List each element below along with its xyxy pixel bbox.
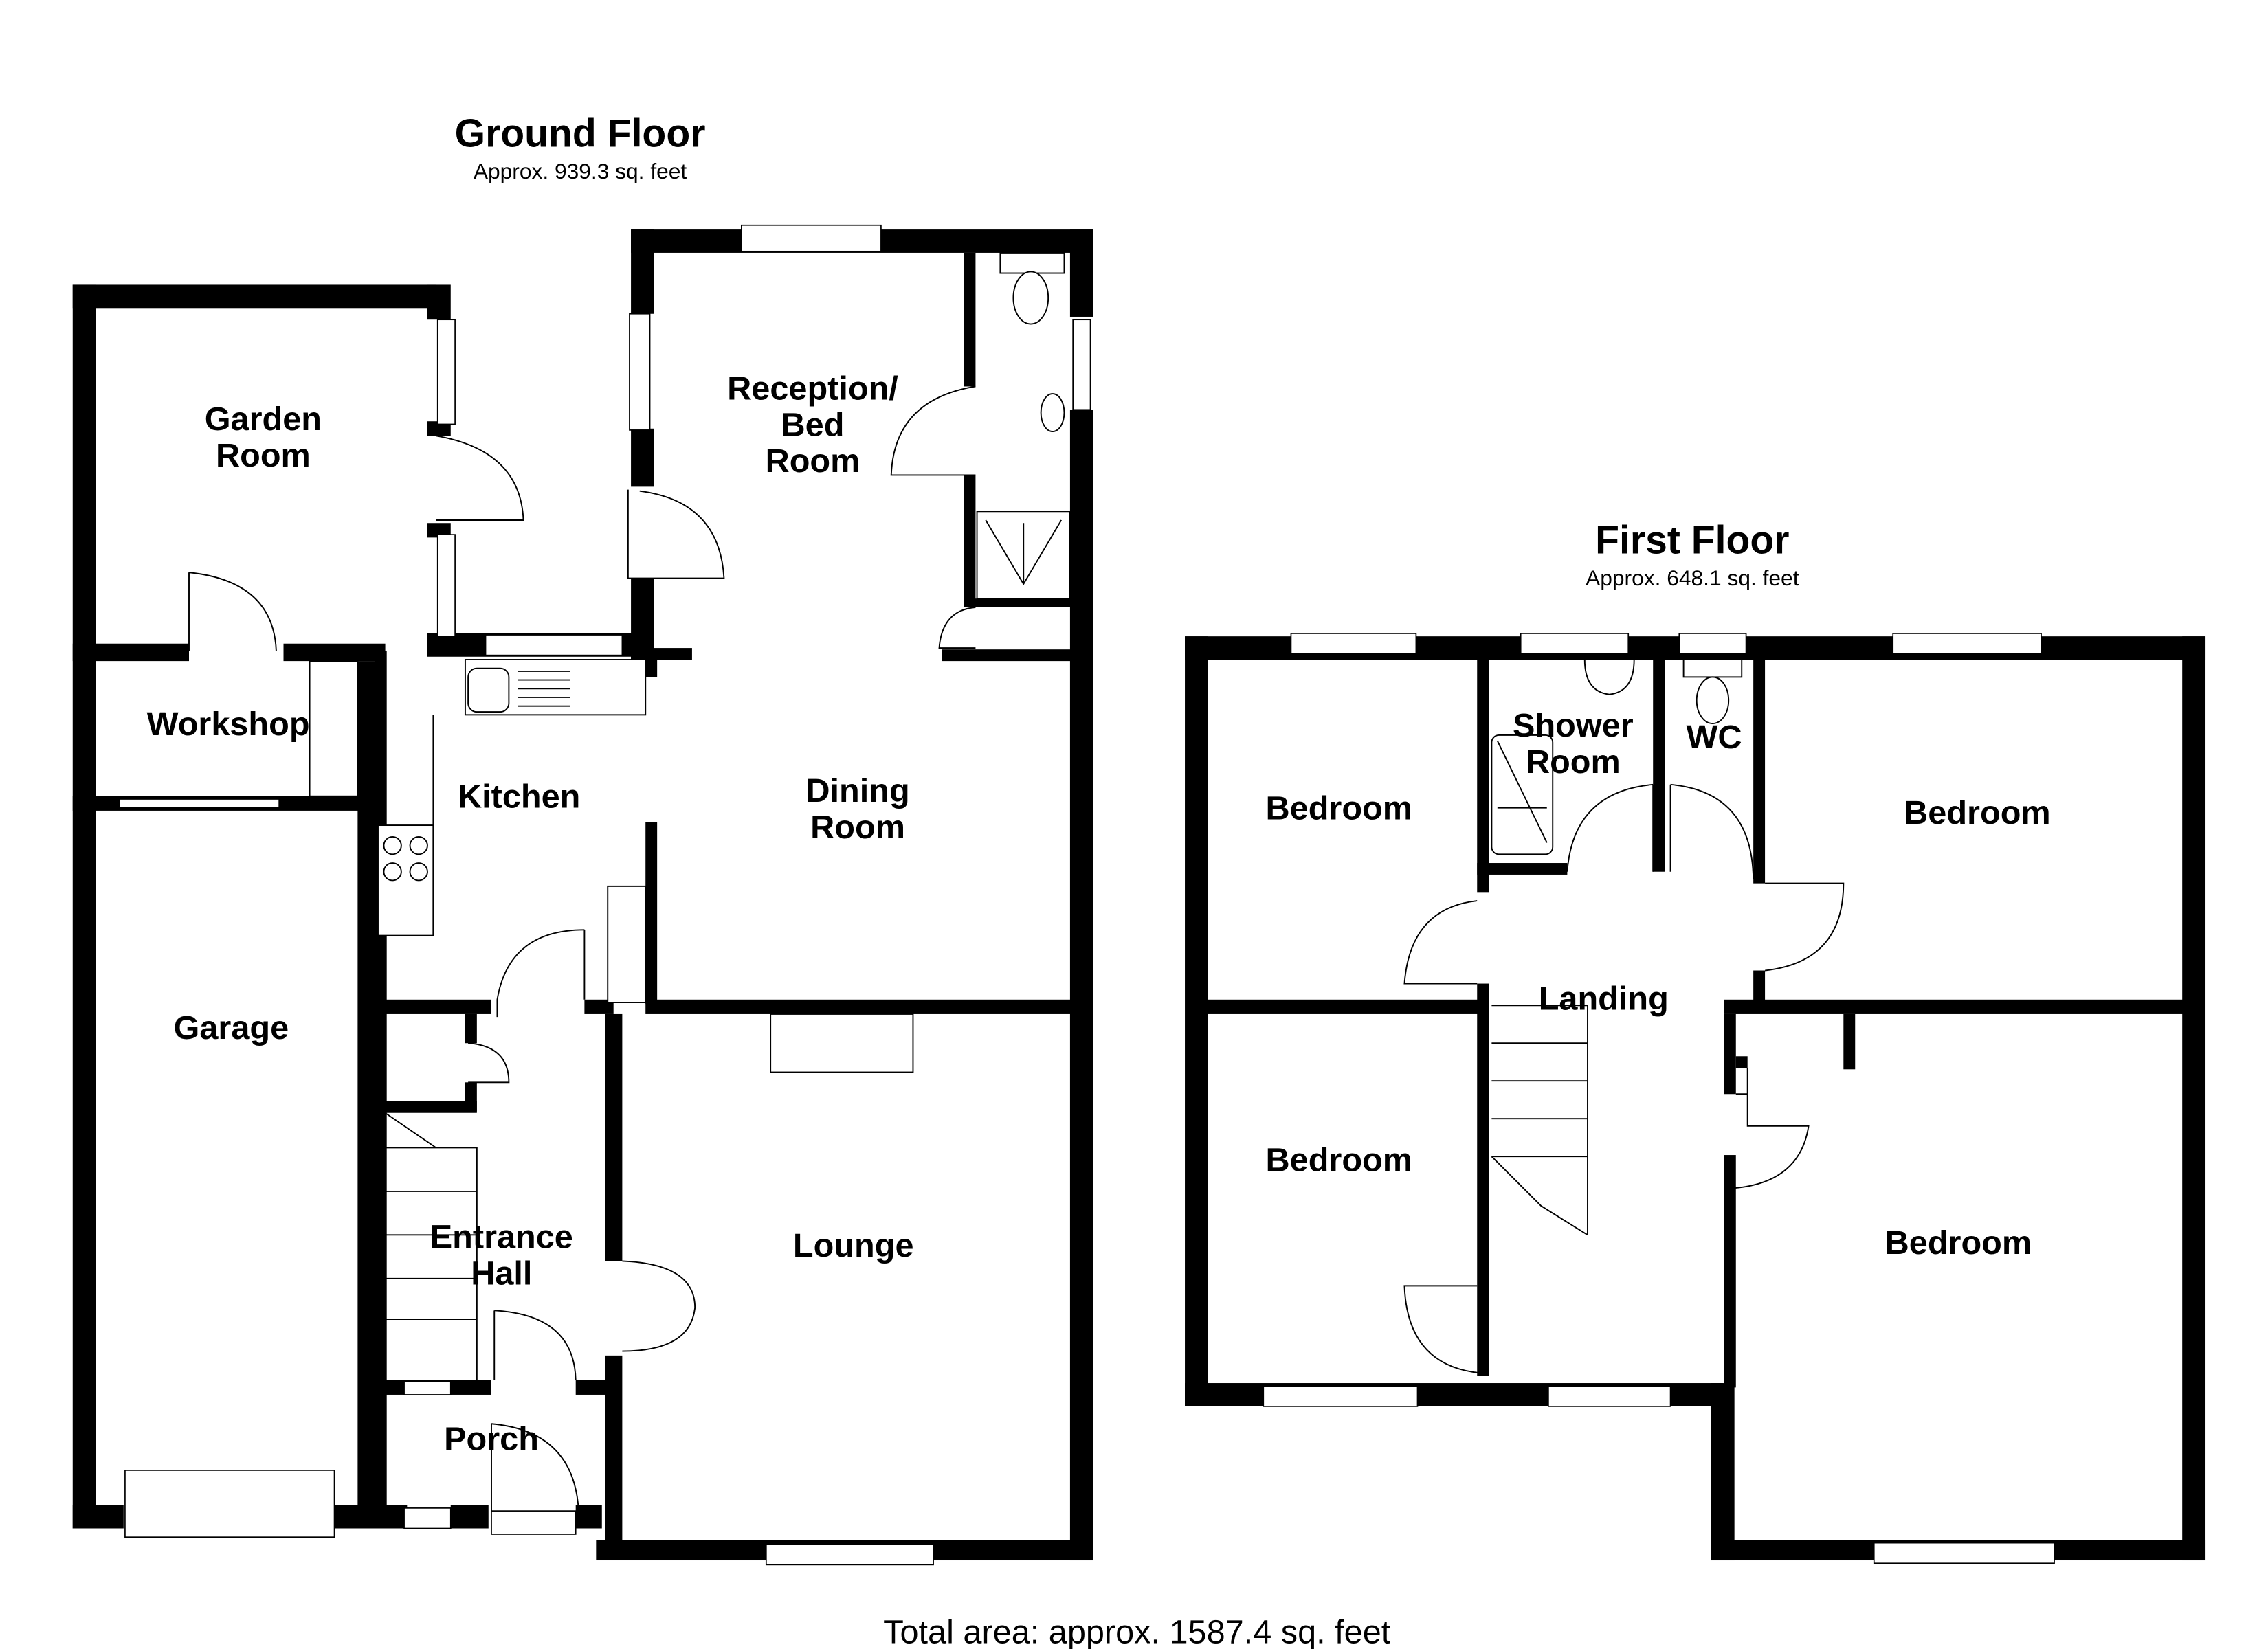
room-label-reception-2: Bed	[781, 406, 845, 443]
first-floor-room-labels: Bedroom Shower Room WC Bedroom Landing B…	[1266, 707, 2051, 1261]
ground-floor-windows	[118, 224, 1091, 1566]
room-label-garage: Garage	[174, 1009, 289, 1046]
ground-floor-area: Approx. 939.3 sq. feet	[474, 159, 687, 183]
ground-floor-doors	[188, 385, 976, 1512]
room-label-entrance-hall-2: Hall	[471, 1255, 532, 1292]
ground-floor-room-labels: Garden Room Reception/ Bed Room Workshop…	[147, 370, 914, 1458]
room-label-garden-room: Garden	[205, 401, 322, 438]
first-floor-walls	[1185, 636, 2206, 1561]
room-label-kitchen: Kitchen	[458, 778, 580, 816]
first-floor-windows	[1263, 633, 2055, 1564]
room-label-workshop: Workshop	[147, 706, 310, 743]
room-label-dining: Dining	[805, 772, 909, 809]
first-floor-doors	[1403, 783, 1845, 1374]
room-label-entrance-hall: Entrance	[430, 1218, 573, 1255]
first-floor-title: First Floor	[1595, 519, 1789, 563]
room-label-garden-room-2: Room	[216, 437, 311, 474]
room-label-wc: WC	[1687, 719, 1742, 756]
first-floor-fixtures	[1491, 659, 1743, 1236]
room-label-shower-room-2: Room	[1526, 743, 1621, 781]
room-label-shower-room: Shower	[1513, 707, 1634, 744]
room-label-reception: Reception/	[727, 370, 898, 407]
room-label-bedroom-ne: Bedroom	[1904, 794, 2050, 831]
room-label-bedroom-sw: Bedroom	[1266, 1141, 1412, 1178]
ground-floor-fixtures	[309, 251, 1071, 1384]
room-label-reception-3: Room	[766, 442, 860, 480]
room-label-bedroom-nw: Bedroom	[1266, 790, 1412, 827]
ground-floor-title: Ground Floor	[455, 112, 706, 156]
total-area: Total area: approx. 1587.4 sq. feet	[883, 1614, 1391, 1649]
room-label-lounge: Lounge	[793, 1227, 914, 1264]
first-floor-area: Approx. 648.1 sq. feet	[1586, 565, 1799, 590]
room-label-porch: Porch	[444, 1420, 539, 1457]
room-label-dining-2: Room	[810, 809, 905, 846]
room-label-landing: Landing	[1539, 980, 1669, 1018]
room-label-bedroom-se: Bedroom	[1885, 1224, 2032, 1261]
